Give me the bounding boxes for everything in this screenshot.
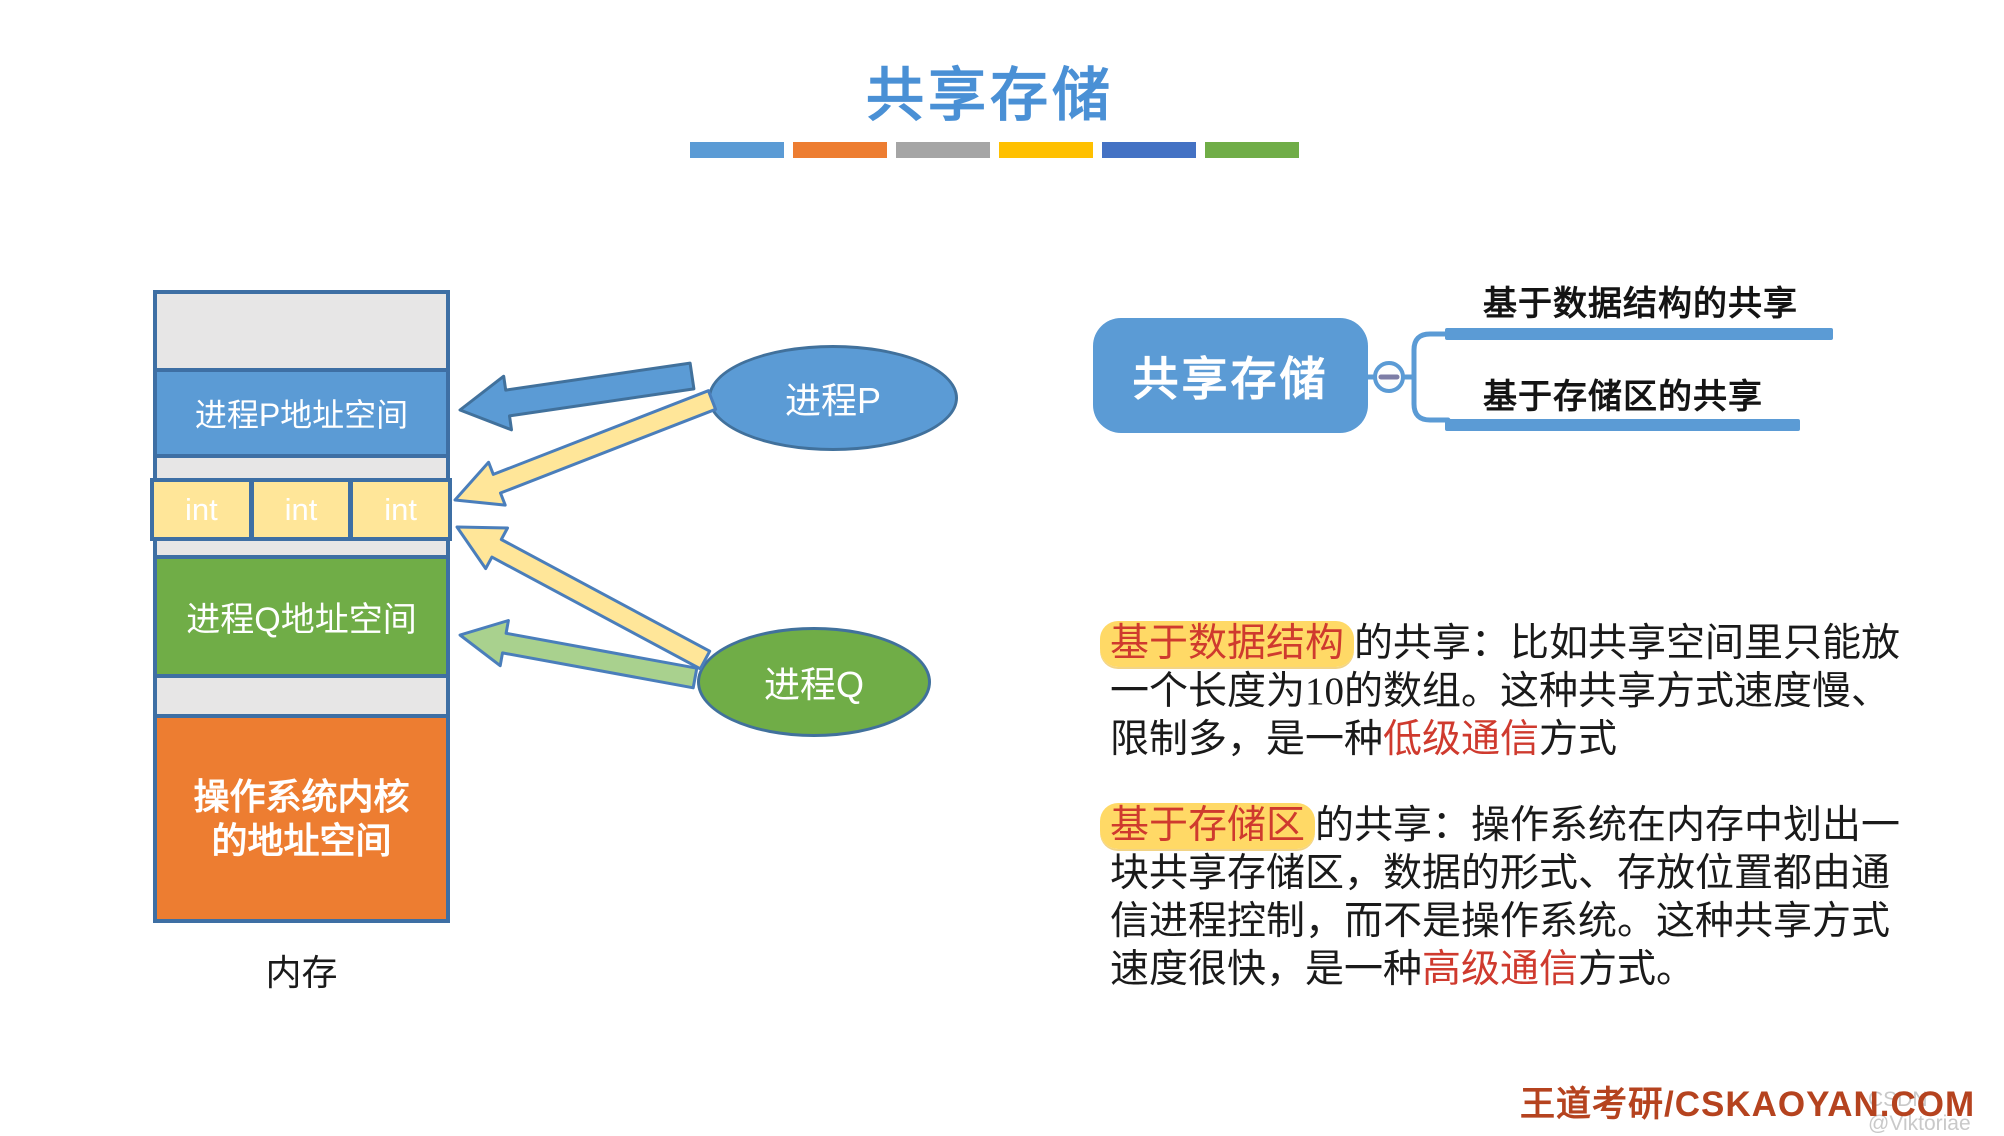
paragraph-text: 块共享存储区，数据的形式、存放位置都由通	[1110, 852, 1891, 895]
paragraph-line: 一个长度为10的数组。这种共享方式速度慢、	[1110, 668, 1920, 716]
shared-int-array-row: int int int	[150, 478, 452, 541]
arrow-q-to-address-space	[458, 619, 699, 690]
mindmap-branch-storage-area: 基于存储区的共享	[1483, 378, 1763, 416]
arrow-q-to-shared-int	[455, 525, 712, 671]
mindmap-root-node: 共享存储	[1093, 318, 1368, 433]
paragraph-text: 方式。	[1578, 948, 1696, 991]
memory-gap-region	[157, 540, 446, 555]
paragraph-text: 的共享：操作系统在内存中划出一	[1315, 804, 1901, 847]
memory-free-region-top	[157, 294, 446, 368]
highlighted-term: 基于存储区	[1100, 803, 1316, 849]
os-kernel-label-line1: 操作系统内核	[193, 775, 410, 817]
paragraph-text: 一个长度为10的数组。这种共享方式速度慢、	[1110, 670, 1891, 713]
red-term: 高级通信	[1422, 948, 1579, 991]
paragraph-line: 限制多，是一种低级通信方式	[1110, 716, 1920, 764]
paragraph-text: 信进程控制，而不是操作系统。这种共享方式	[1110, 900, 1891, 943]
paragraph-data-structure-sharing: 基于数据结构的共享：比如共享空间里只能放 一个长度为10的数组。这种共享方式速度…	[1100, 620, 1920, 764]
process-q-ellipse-label: 进程Q	[763, 664, 864, 705]
os-kernel-address-space: 操作系统内核 的地址空间	[157, 714, 446, 919]
int-cell: int	[184, 491, 218, 527]
paragraph-text: 方式	[1539, 718, 1618, 761]
process-q-ellipse: 进程Q	[697, 627, 931, 737]
int-cell: int	[348, 482, 448, 537]
arrow-p-to-address-space	[458, 361, 696, 432]
paragraph-storage-area-sharing: 基于存储区的共享：操作系统在内存中划出一 块共享存储区，数据的形式、存放位置都由…	[1100, 802, 1920, 994]
memory-layout-diagram: 进程P地址空间 进程Q地址空间 操作系统内核 的地址空间	[153, 290, 450, 923]
process-q-address-space-label: 进程Q地址空间	[186, 601, 417, 639]
mindmap-branch-data-structure: 基于数据结构的共享	[1483, 285, 1798, 323]
paragraph-line: 基于数据结构的共享：比如共享空间里只能放	[1100, 620, 1920, 668]
memory-caption: 内存	[265, 953, 338, 993]
process-q-address-space: 进程Q地址空间	[157, 555, 446, 678]
branch-underline	[1445, 419, 1800, 431]
os-kernel-label-line2: 的地址空间	[211, 819, 392, 861]
mindmap-bracket	[1411, 331, 1451, 423]
accent-bar-blue	[690, 142, 784, 158]
mindmap-root-label: 共享存储	[1132, 352, 1329, 405]
brand-footer: 王道考研/CSKAOYAN.COM	[1520, 1085, 1976, 1124]
accent-bar-darkblue	[1102, 142, 1196, 158]
arrow-p-to-shared-int	[453, 389, 718, 507]
accent-bar-gray	[896, 142, 990, 158]
branch-underline	[1445, 328, 1833, 340]
paragraph-line: 速度很快，是一种高级通信方式。	[1110, 946, 1920, 994]
process-p-ellipse-label: 进程P	[784, 380, 881, 421]
paragraph-text: 速度很快，是一种	[1110, 948, 1423, 991]
paragraph-line: 基于存储区的共享：操作系统在内存中划出一	[1100, 802, 1920, 850]
accent-bar-yellow	[999, 142, 1093, 158]
process-p-address-space: 进程P地址空间	[157, 368, 446, 458]
accent-bar-orange	[793, 142, 887, 158]
paragraph-text: 的共享：比如共享空间里只能放	[1354, 622, 1901, 665]
page-title: 共享存储	[865, 63, 1114, 128]
paragraph-text: 限制多，是一种	[1110, 718, 1384, 761]
int-cell: int	[248, 482, 349, 537]
title-accent-bars	[690, 142, 1299, 158]
accent-bar-green	[1205, 142, 1299, 158]
highlighted-term: 基于数据结构	[1100, 621, 1355, 667]
memory-gap-region	[157, 458, 446, 474]
process-p-address-space-label: 进程P地址空间	[194, 397, 409, 433]
paragraph-line: 信进程控制，而不是操作系统。这种共享方式	[1110, 898, 1920, 946]
process-p-ellipse: 进程P	[708, 345, 958, 451]
mindmap-collapse-toggle[interactable]	[1373, 361, 1405, 393]
memory-gap-region	[157, 678, 446, 714]
paragraph-line: 块共享存储区，数据的形式、存放位置都由通	[1110, 850, 1920, 898]
red-term: 低级通信	[1383, 718, 1540, 761]
